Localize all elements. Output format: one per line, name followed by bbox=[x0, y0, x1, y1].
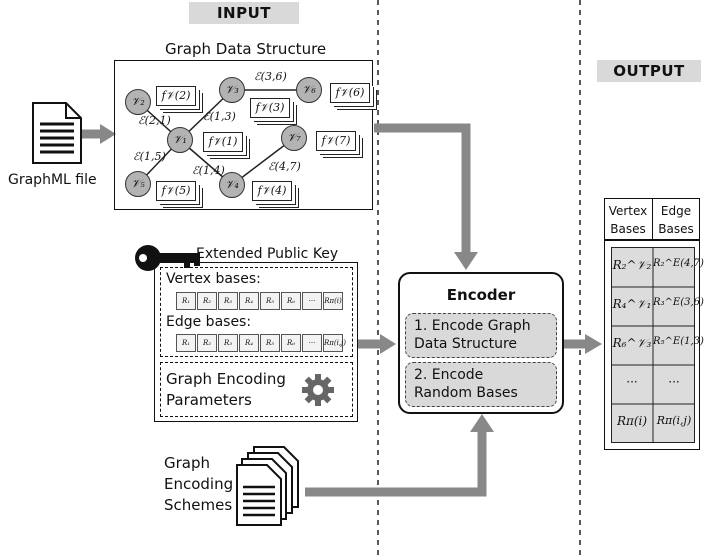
feature-stack: f𝒱(6) bbox=[330, 83, 370, 103]
feature-stack: f𝒱(7) bbox=[316, 131, 356, 151]
output-edge-cell: R₃^E(3,6) bbox=[653, 297, 704, 308]
base-cell: R₂ bbox=[197, 334, 217, 352]
arrow-heads bbox=[100, 124, 602, 432]
vertex-bases-label: Vertex bases: bbox=[166, 271, 261, 287]
graph-node: 𝒱₆ bbox=[296, 77, 322, 103]
output-table bbox=[604, 240, 700, 450]
input-header: INPUT bbox=[189, 2, 299, 24]
base-cell: R₃ bbox=[218, 292, 238, 310]
output-header: OUTPUT bbox=[597, 60, 701, 82]
edge-bases-label: Edge bases: bbox=[166, 314, 252, 330]
params-group bbox=[160, 362, 353, 417]
edge-col-line1: Edge bbox=[660, 204, 692, 218]
base-cell: R₄ bbox=[239, 292, 259, 310]
edge-label: ℰ(2,1) bbox=[138, 114, 171, 127]
edge-label: ℰ(1,5) bbox=[133, 150, 166, 163]
arrows bbox=[80, 123, 585, 497]
output-edge-cell: ··· bbox=[668, 375, 680, 389]
step1-line2: Data Structure bbox=[414, 336, 518, 352]
base-cell: R₃ bbox=[218, 334, 238, 352]
base-cell: R₆ bbox=[281, 334, 301, 352]
step2-line1: 2. Encode bbox=[414, 367, 484, 383]
gear-icon bbox=[302, 374, 334, 406]
schemes-line3: Schemes bbox=[164, 496, 233, 514]
documents-stack-icon bbox=[236, 446, 299, 526]
feature-stack: f𝒱(2) bbox=[156, 86, 196, 106]
schemes-line2: Encoding bbox=[164, 475, 234, 493]
vertex-col-line1: Vertex bbox=[608, 204, 648, 218]
edge-label: ℰ(1,4) bbox=[192, 164, 225, 177]
feature-stack: f𝒱(1) bbox=[203, 132, 243, 152]
graphml-label: GraphML file bbox=[8, 172, 97, 188]
output-edge-cell: R₅^E(1,3) bbox=[653, 336, 704, 347]
key-title: Extended Public Key bbox=[196, 246, 339, 262]
output-vertex-cell: ··· bbox=[626, 375, 638, 389]
base-cell: R₂ bbox=[197, 292, 217, 310]
output-edge-cell: R₂^E(4,7) bbox=[653, 258, 704, 269]
output-header-divider bbox=[652, 198, 653, 240]
base-cell: Rπ(i,j) bbox=[323, 334, 346, 352]
base-cell: R₆ bbox=[281, 292, 301, 310]
base-cell: Rπ(i) bbox=[323, 292, 343, 310]
schemes-line1: Graph bbox=[164, 454, 211, 472]
graph-node: 𝒱₂ bbox=[125, 89, 151, 115]
base-cell: R₄ bbox=[239, 334, 259, 352]
step1-line1: 1. Encode Graph bbox=[414, 318, 531, 334]
base-cell: R₅ bbox=[260, 292, 280, 310]
output-edge-cell: Rπ(i,j) bbox=[656, 414, 692, 427]
output-vertex-cell: R₂^𝒱₂ bbox=[612, 258, 652, 272]
vertex-col-line2: Bases bbox=[610, 222, 646, 236]
output-vertex-cell: Rπ(i) bbox=[616, 414, 648, 428]
base-cell: ··· bbox=[302, 292, 322, 310]
params-line1: Graph Encoding bbox=[166, 370, 286, 388]
graph-title: Graph Data Structure bbox=[165, 40, 327, 58]
step2-line2: Random Bases bbox=[414, 385, 518, 401]
feature-stack: f𝒱(5) bbox=[156, 181, 196, 201]
output-grid bbox=[611, 247, 695, 443]
graph-panel bbox=[114, 60, 373, 210]
vertex-bases-row: R₁ R₂ R₃ R₄ R₅ R₆ ··· Rπ(i) bbox=[176, 292, 344, 310]
key-panel bbox=[154, 262, 358, 422]
encode-graph-step: 1. Encode Graph Data Structure bbox=[405, 313, 557, 358]
base-cell: R₁ bbox=[176, 334, 196, 352]
edge-col-line2: Bases bbox=[658, 222, 694, 236]
bases-group bbox=[160, 267, 353, 357]
edge-label: ℰ(4,7) bbox=[268, 160, 301, 173]
document-icon bbox=[32, 102, 82, 164]
feature-stack: f𝒱(4) bbox=[252, 181, 292, 201]
edge-label: ℰ(3,6) bbox=[254, 70, 287, 83]
graph-node: 𝒱₇ bbox=[281, 125, 307, 151]
output-vertex-cell: R₄^𝒱₁ bbox=[612, 297, 652, 311]
feature-stack: f𝒱(3) bbox=[250, 98, 290, 118]
output-vertex-cell: R₆^𝒱₃ bbox=[612, 336, 652, 350]
base-cell: R₅ bbox=[260, 334, 280, 352]
graph-node: 𝒱₅ bbox=[125, 171, 151, 197]
base-cell: ··· bbox=[302, 334, 322, 352]
graph-node: 𝒱₄ bbox=[219, 172, 245, 198]
edge-bases-row: R₁ R₂ R₃ R₄ R₅ R₆ ··· Rπ(i,j) bbox=[176, 334, 346, 352]
graph-node: 𝒱₃ bbox=[219, 77, 245, 103]
params-line2: Parameters bbox=[166, 391, 252, 409]
graph-node: 𝒱₁ bbox=[167, 127, 193, 153]
base-cell: R₁ bbox=[176, 292, 196, 310]
edge-label: ℰ(1,3) bbox=[203, 110, 236, 123]
encode-bases-step: 2. Encode Random Bases bbox=[405, 362, 557, 407]
encoder-title: Encoder bbox=[446, 286, 516, 304]
